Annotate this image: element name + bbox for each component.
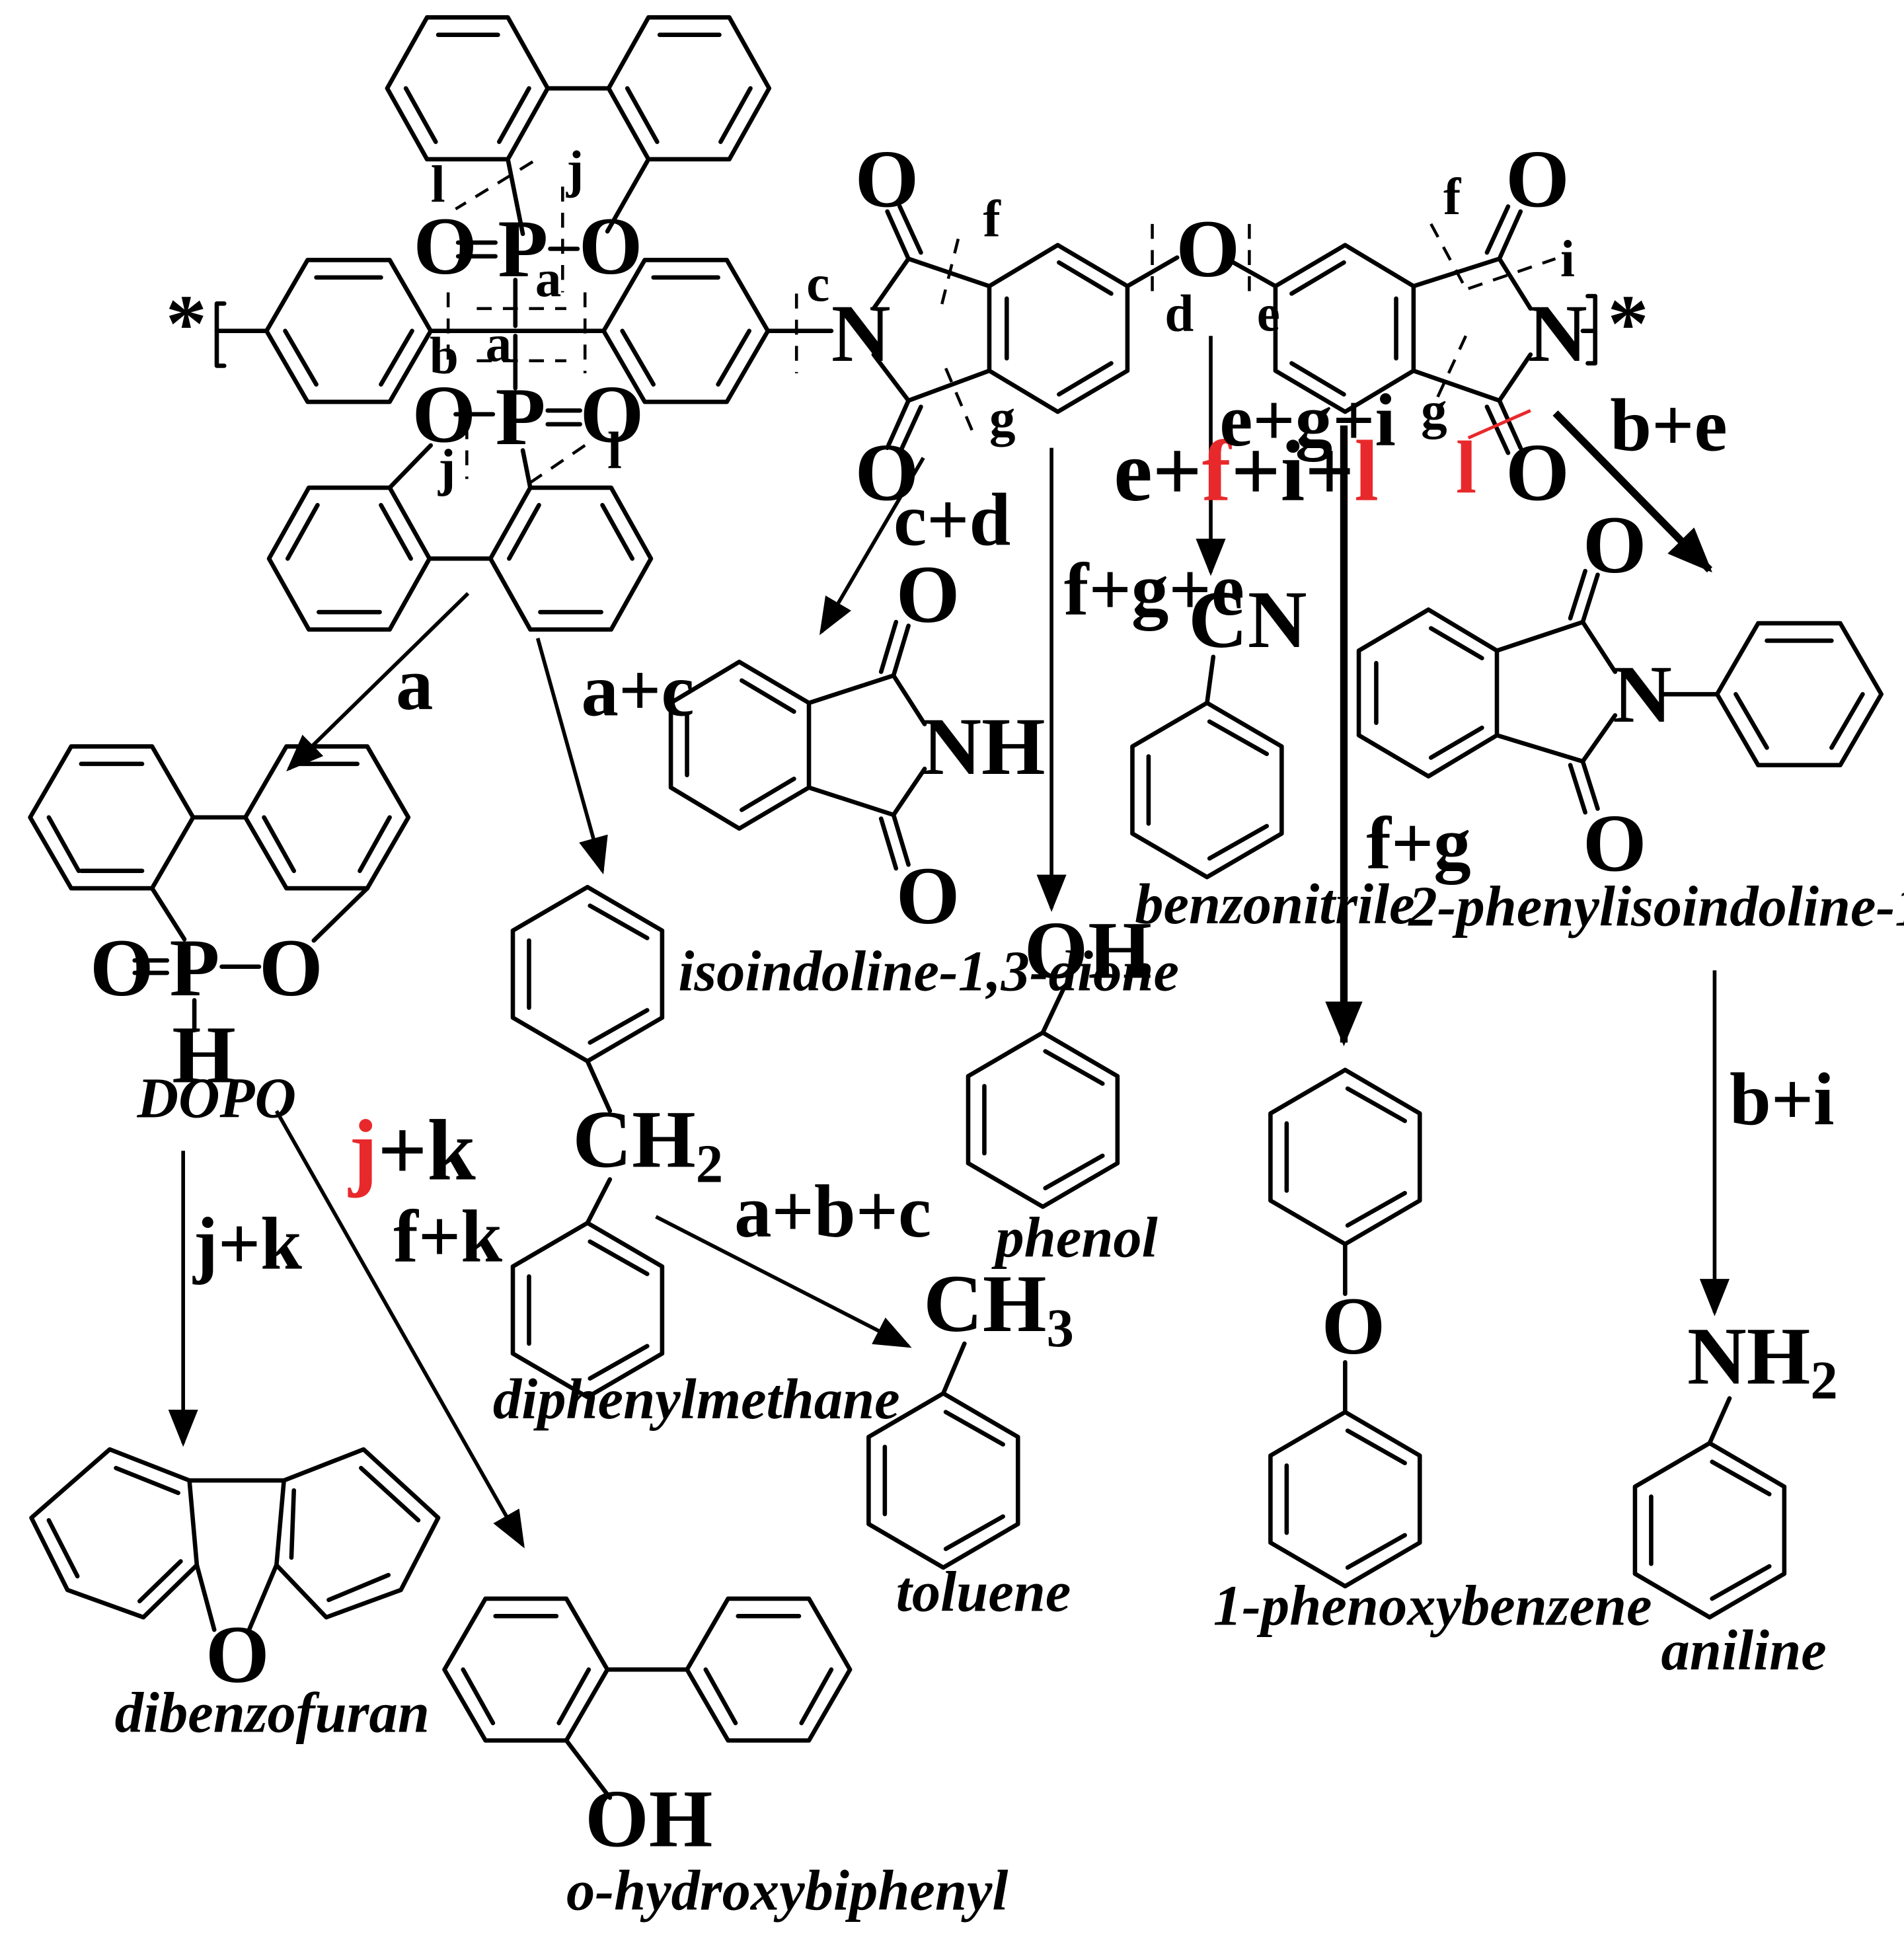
product-diphenylmethane: CH2 diphenylmethane [493, 884, 900, 1431]
product-dopo: O P O H DOPO [28, 744, 411, 1129]
site-g-right: g [1421, 383, 1447, 440]
product-benzonitrile: CN benzonitrile [1130, 574, 1415, 936]
label-a: a [396, 643, 433, 726]
site-l: l [1456, 426, 1476, 509]
dopo-hydrogen: H [172, 1009, 236, 1100]
site-f-right: f [1443, 169, 1462, 226]
reaction-arrows [168, 336, 1730, 1548]
diphenylmethane-ch: CH2 [572, 1094, 723, 1194]
site-c: c [806, 256, 829, 313]
label-f-k: f+k [393, 1196, 502, 1278]
phenol-name: phenol [991, 1205, 1157, 1269]
isoindoline-nh: NH [922, 701, 1045, 792]
product-toluene: CH3 toluene [866, 1258, 1074, 1624]
product-isoindoline-dione: O O NH isoindoline-1,3-dione [668, 549, 1179, 1003]
polymer-repeat-unit: O P O * O P O [166, 15, 1649, 632]
benzonitrile-cn: CN [1188, 574, 1307, 665]
site-k-bottom: l [607, 422, 622, 480]
site-i: i [1560, 231, 1575, 288]
dibenzofuran-name: dibenzofuran [115, 1681, 430, 1744]
product-dibenzofuran: O dibenzofuran [29, 1447, 441, 1744]
pathway-labels: a a+c c+d f+g+e e+f+i+l e+g+i b+e j+k j+… [192, 379, 1834, 1285]
cleavage-markers [446, 160, 1556, 489]
site-f-left: f [983, 191, 1002, 248]
phenylisoindoline-o-top: O [1583, 499, 1647, 590]
label-f-g-e: f+g+e [1064, 549, 1244, 631]
top-phosphorus: P [498, 203, 548, 294]
top-p-o-double: O [413, 200, 477, 291]
phenylisoindoline-name: 2-phenylisoindoline-1,3-dione [1407, 875, 1904, 938]
dopo-o-ring: O [259, 922, 323, 1013]
product-phenol: OH phenol [966, 905, 1158, 1269]
left-end-star: * [166, 278, 207, 369]
label-e-f-i-l: e+f+i+l [1114, 423, 1379, 519]
right-end-star: * [1608, 278, 1649, 369]
isoindoline-name: isoindoline-1,3-dione [678, 939, 1179, 1003]
label-f-g: f+g [1366, 802, 1470, 885]
dopo-name: DOPO [137, 1066, 296, 1129]
top-biphenyl [385, 15, 772, 237]
right-imide-o-bottom: O [1505, 427, 1570, 518]
aniline-nh: NH2 [1687, 1310, 1838, 1410]
isoindoline-o-bottom: O [896, 850, 960, 941]
site-j-top: j [566, 141, 584, 198]
hydroxybiphenyl-name: o-hydroxybiphenyl [566, 1859, 1009, 1923]
bottom-p-o-double: O [580, 368, 644, 459]
label-c-d: c+d [894, 479, 1010, 562]
phenylisoindoline-o-bottom: O [1583, 798, 1647, 889]
dibenzofuran-o: O [206, 1609, 270, 1700]
dopo-phosphorus: P [169, 922, 219, 1013]
product-phenylisoindoline-dione: O O N 2-phenylisoindoline-1,3-dione [1356, 499, 1904, 938]
dopo-o-double: O [90, 922, 154, 1013]
left-phenylene [264, 258, 434, 404]
isoindoline-o-top: O [896, 549, 960, 640]
product-phenoxybenzene: O 1-phenoxybenzene [1213, 1067, 1652, 1637]
left-phthalimide-ring [987, 243, 1130, 414]
product-hydroxybiphenyl: OH o-hydroxybiphenyl [442, 1596, 1009, 1923]
bottom-biphenyl [266, 443, 654, 632]
toluene-name: toluene [896, 1560, 1071, 1624]
site-d: d [1164, 286, 1194, 343]
site-k-top: l [431, 156, 445, 213]
phenoxybenzene-name: 1-phenoxybenzene [1213, 1574, 1652, 1637]
label-b-e: b+e [1610, 384, 1727, 467]
label-b-i: b+i [1730, 1059, 1835, 1141]
right-imide-nitrogen: N [1528, 287, 1587, 379]
site-j-bottom: j [438, 439, 455, 497]
hydroxybiphenyl-oh: OH [585, 1773, 712, 1864]
left-imide-o-bottom: O [855, 427, 919, 518]
product-aniline: NH2 aniline [1632, 1310, 1838, 1682]
aniline-name: aniline [1661, 1619, 1826, 1682]
site-b: b [430, 328, 459, 385]
label-j-k-left: j+k [192, 1203, 302, 1285]
toluene-ch: CH3 [923, 1258, 1074, 1358]
bottom-phosphorus: P [496, 371, 546, 462]
left-imide-o-top: O [855, 133, 919, 224]
ether-oxygen: O [1176, 203, 1240, 294]
site-e: e [1257, 286, 1280, 343]
phenol-oh: OH [1024, 905, 1152, 996]
right-imide-o-top: O [1505, 133, 1570, 224]
label-e-g-i: e+g+i [1219, 379, 1396, 462]
label-a-b-c: a+b+c [734, 1170, 931, 1253]
benzonitrile-name: benzonitrile [1135, 872, 1414, 936]
phenoxybenzene-o: O [1322, 1280, 1386, 1371]
label-a-c: a+c [582, 649, 695, 732]
site-a-top: a [535, 250, 562, 308]
site-a-bottom: a [486, 315, 512, 373]
site-g-left: g [989, 390, 1016, 447]
top-p-o-ring: O [579, 200, 643, 291]
diphenylmethane-name: diphenylmethane [493, 1367, 900, 1431]
label-j-k-red: j+k [348, 1102, 476, 1199]
